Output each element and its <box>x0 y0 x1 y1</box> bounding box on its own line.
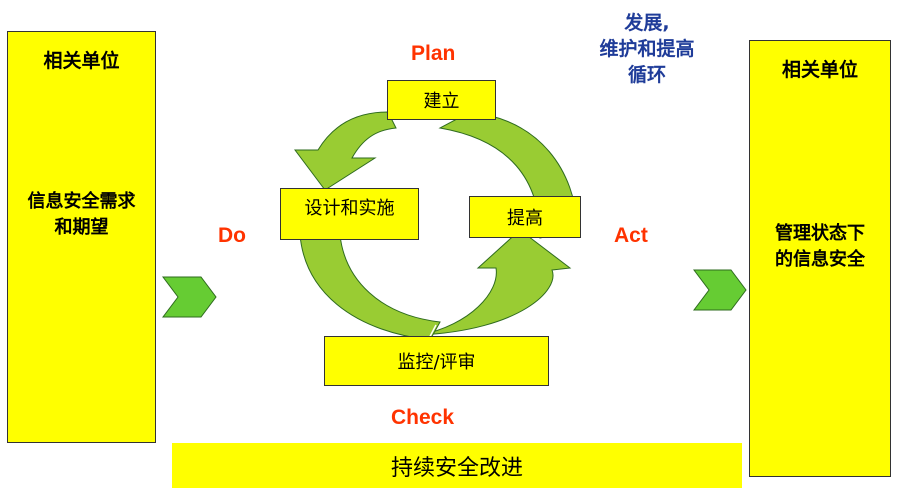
right-related-unit-box: 相关单位 管理状态下 的信息安全 <box>749 40 891 477</box>
step-implement-label: 设计和实施 <box>304 198 395 219</box>
continuous-improvement-label: 持续安全改进 <box>390 455 523 481</box>
left-box-body-line-2: 和期望 <box>54 217 109 238</box>
continuous-improvement-bar: 持续安全改进 <box>172 443 742 488</box>
phase-label-check: Check <box>391 406 455 429</box>
left-box-body-line-1: 信息安全需求 <box>27 191 136 212</box>
left-chevron-arrow <box>162 276 217 318</box>
right-chevron-arrow <box>693 269 747 311</box>
step-box-implement: 设计和实施 <box>280 188 419 240</box>
step-box-monitor: 监控/评审 <box>324 336 549 386</box>
cycle-arrow-left-bottom <box>299 234 441 341</box>
step-improve-label: 提高 <box>507 208 543 229</box>
left-related-unit-box: 相关单位 信息安全需求 和期望 <box>7 31 156 443</box>
step-monitor-label: 监控/评审 <box>397 352 476 373</box>
cycle-arrow-left-top <box>294 111 397 191</box>
step-box-improve: 提高 <box>469 196 581 238</box>
left-box-title: 相关单位 <box>43 50 120 72</box>
step-box-establish: 建立 <box>387 80 496 120</box>
cycle-arrow-right <box>419 229 572 336</box>
right-box-title: 相关单位 <box>781 59 858 81</box>
phase-label-plan: Plan <box>411 42 456 65</box>
cycle-note-line-2: 维护和提高 <box>599 38 695 60</box>
cycle-note-line-3: 循环 <box>627 64 666 86</box>
cycle-note-line-1: 发展, <box>624 12 670 34</box>
step-establish-label: 建立 <box>423 91 460 112</box>
cycle-note: 发展, 维护和提高 循环 <box>572 10 722 88</box>
right-box-body-line-2: 的信息安全 <box>775 249 865 270</box>
phase-label-act: Act <box>614 224 648 247</box>
phase-label-do: Do <box>218 224 246 247</box>
right-box-body-line-1: 管理状态下 <box>775 223 865 244</box>
